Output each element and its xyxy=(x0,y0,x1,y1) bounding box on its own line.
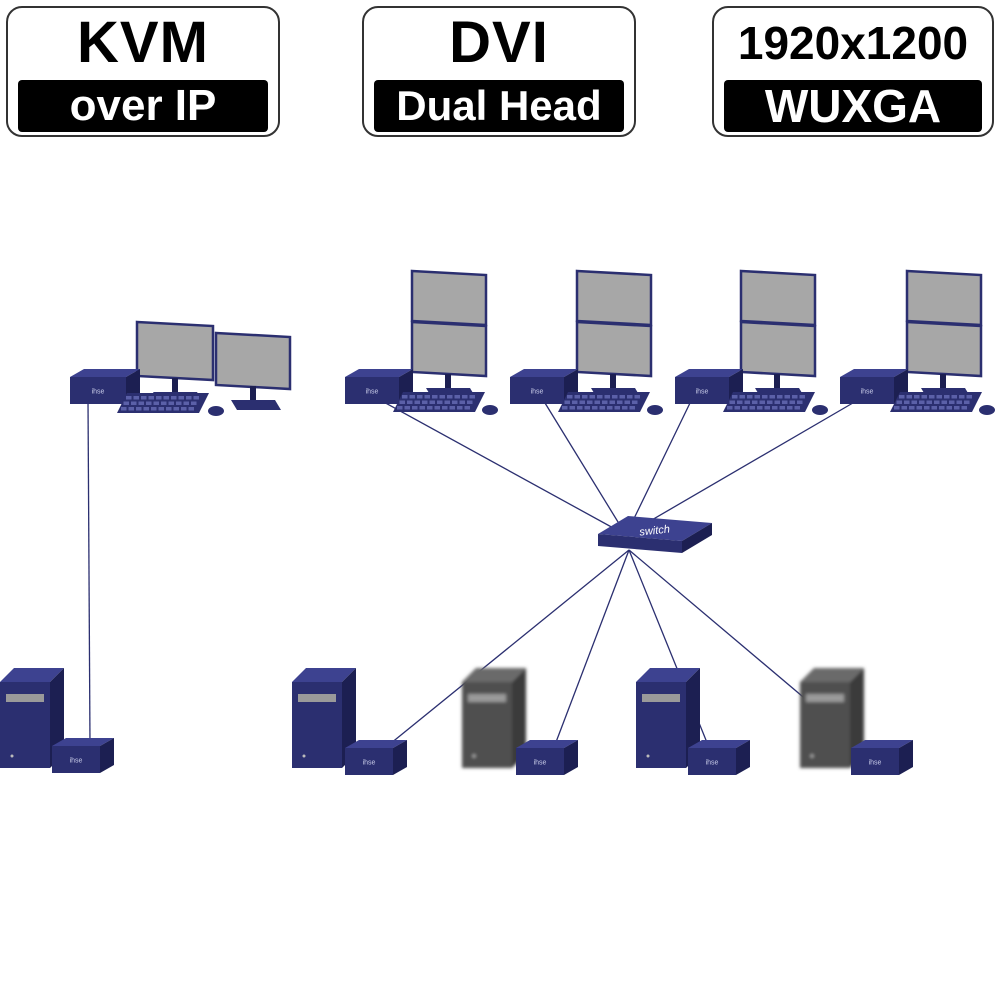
computer-tower xyxy=(292,668,356,768)
network-cable xyxy=(379,399,627,536)
network-cable xyxy=(625,399,859,536)
wuxga-resolution-badge: 1920x1200 WUXGA xyxy=(712,6,994,137)
device-label: ihse xyxy=(366,389,379,396)
device-label: ihse xyxy=(531,389,544,396)
device-label: ihse xyxy=(70,758,83,765)
network-cable xyxy=(87,399,91,746)
device-label: ihse xyxy=(869,760,882,767)
computer-tower xyxy=(800,668,864,768)
device-label: ihse xyxy=(706,760,719,767)
badge-subtitle: Dual Head xyxy=(374,80,624,132)
device-label: ihse xyxy=(861,389,874,396)
dual-head-workstation: ihse xyxy=(840,269,995,415)
computer-with-kvm-unit: ihse xyxy=(800,668,913,775)
network-nodes: ihse ihse ihse ihse ihse switch ihse ihse ihse ih… xyxy=(0,269,995,775)
device-label: ihse xyxy=(534,760,547,767)
badge-title: 1920x1200 xyxy=(737,17,969,69)
device-label: ihse xyxy=(696,389,709,396)
computer-with-kvm-unit: ihse xyxy=(636,668,750,775)
switch-label: switch xyxy=(639,523,671,538)
network-cable xyxy=(384,549,630,749)
device-label: ihse xyxy=(363,760,376,767)
device-label: ihse xyxy=(92,389,105,396)
badge-title: KVM xyxy=(77,10,209,75)
computer-with-kvm-unit: ihse xyxy=(462,668,578,775)
network-links xyxy=(87,399,861,751)
network-cable xyxy=(625,402,691,536)
dvi-dual-head-badge: DVI Dual Head xyxy=(362,6,636,137)
network-cable xyxy=(552,549,630,751)
workstation-local: ihse xyxy=(70,320,292,416)
network-cable xyxy=(544,402,627,536)
dual-head-workstation: ihse xyxy=(510,269,663,415)
kvm-over-ip-badge: KVM over IP xyxy=(6,6,280,137)
network-switch: switch xyxy=(598,516,712,553)
dual-head-workstation: ihse xyxy=(345,269,498,415)
computer-with-kvm-unit: ihse xyxy=(0,668,114,773)
dual-head-workstation: ihse xyxy=(675,269,828,415)
computer-with-kvm-unit: ihse xyxy=(292,668,407,775)
badge-subtitle: WUXGA xyxy=(724,80,982,132)
badge-subtitle: over IP xyxy=(18,80,268,132)
computer-tower xyxy=(462,668,526,768)
computer-tower xyxy=(636,668,700,768)
badge-title: DVI xyxy=(449,10,549,75)
